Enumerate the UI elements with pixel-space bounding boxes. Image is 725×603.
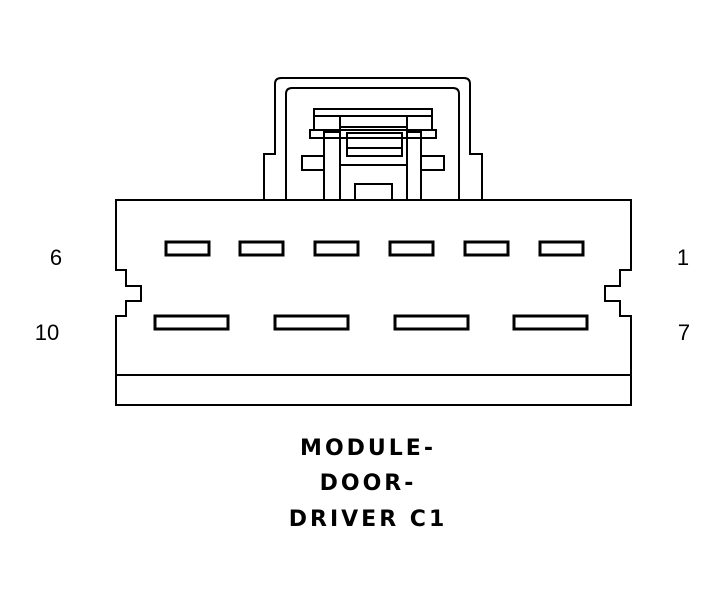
pin-cavity-top: [538, 240, 585, 257]
pin-cavity-bottom: [393, 314, 470, 331]
pin-cavity-top: [313, 240, 360, 257]
title-line-1: MODULE-: [300, 436, 436, 461]
title-line-3: DRIVER C1: [289, 507, 448, 532]
pin-label-10: 10: [35, 320, 59, 345]
pin-cavity-bottom: [153, 314, 230, 331]
pin-cavity-top: [388, 240, 435, 257]
pin-cavities: [153, 240, 589, 331]
title-line-2: DOOR-: [320, 471, 417, 496]
pin-cavity-top: [164, 240, 211, 257]
pin-label-1: 1: [677, 245, 689, 270]
connector-latch: [263, 77, 483, 201]
connector-body: [115, 199, 632, 406]
pin-cavity-bottom: [273, 314, 350, 331]
pin-cavity-top: [238, 240, 285, 257]
pin-cavity-bottom: [512, 314, 589, 331]
pin-label-7: 7: [678, 320, 690, 345]
pin-cavity-top: [463, 240, 510, 257]
pin-label-6: 6: [50, 245, 62, 270]
